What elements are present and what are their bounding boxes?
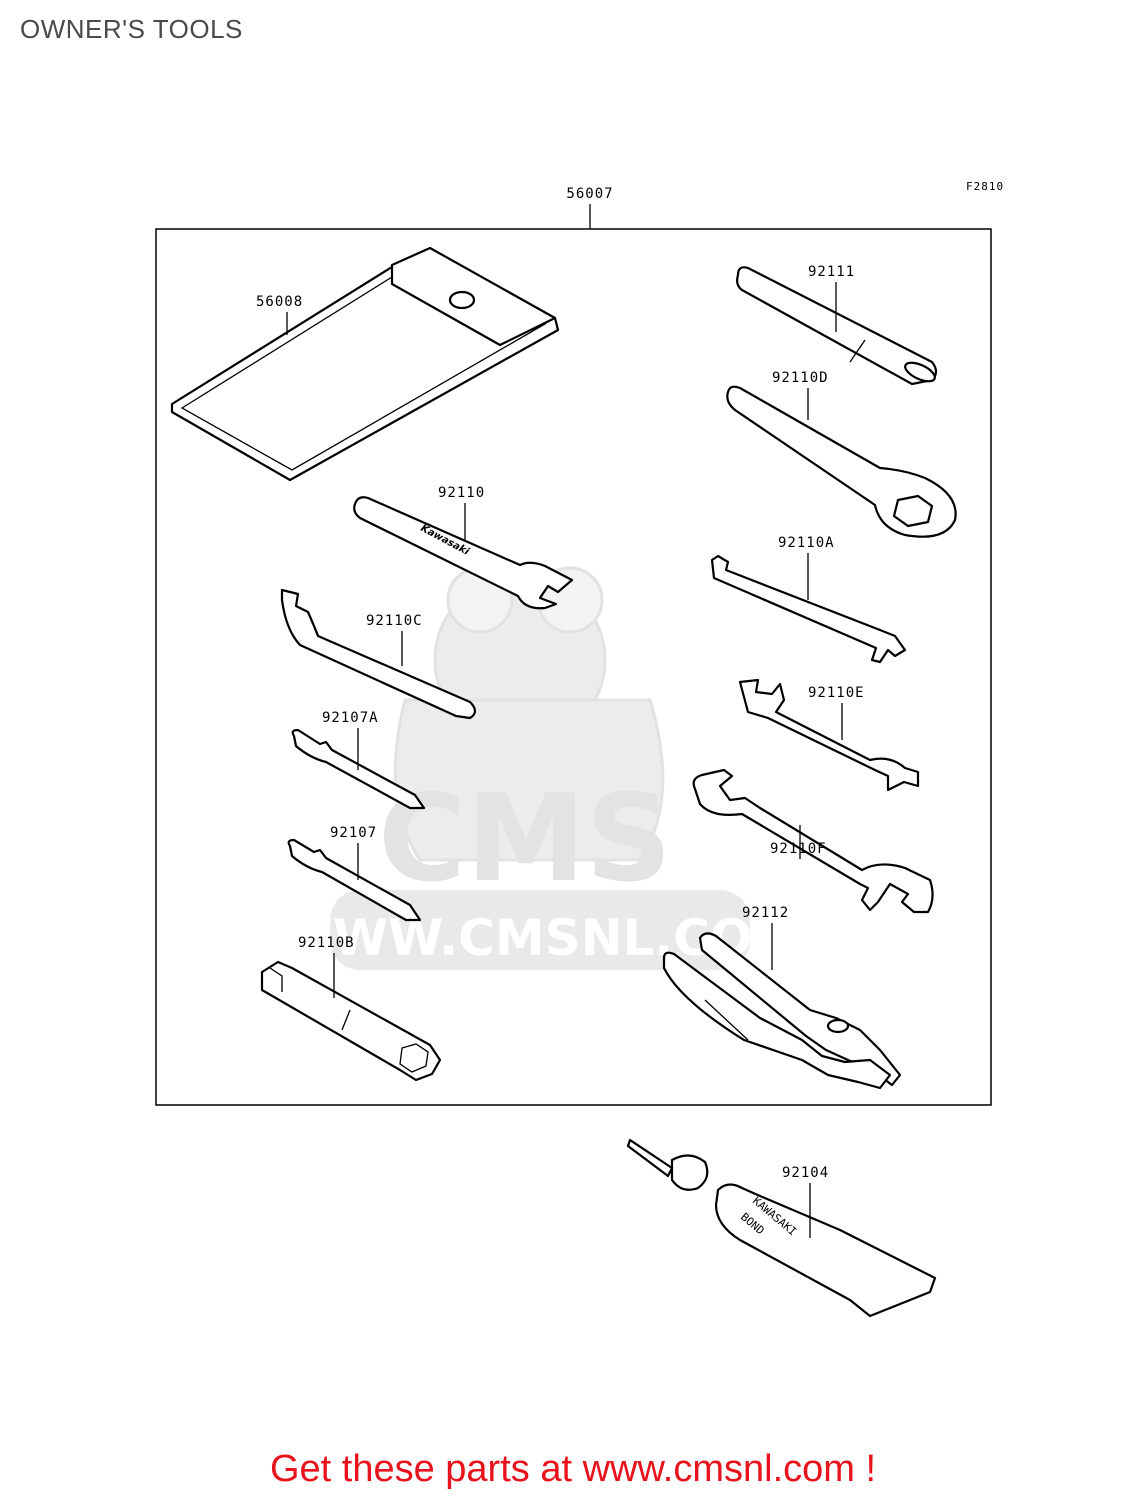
label-92104: 92104 <box>782 1165 829 1181</box>
page-title: OWNER'S TOOLS <box>20 14 243 44</box>
label-92111: 92111 <box>808 264 855 280</box>
label-92110: 92110 <box>438 485 485 501</box>
label-92112: 92112 <box>742 905 789 921</box>
figure-code: F2810 <box>966 180 1004 193</box>
footer-link[interactable]: Get these parts at www.cmsnl.com ! <box>269 1448 877 1490</box>
tool-hook-wrench <box>280 588 477 720</box>
tool-flat-wrench <box>710 554 907 664</box>
label-92110F: 92110F <box>770 841 827 857</box>
label-92107A: 92107A <box>322 710 379 726</box>
watermark-banner <box>330 890 750 970</box>
label-56008: 56008 <box>256 294 303 310</box>
tool-plug-wrench <box>260 960 442 1082</box>
tool-open-wrench <box>692 768 934 914</box>
tool-screwdriver <box>287 838 422 922</box>
label-92110D: 92110D <box>772 370 829 386</box>
label-56007: 56007 <box>566 186 613 202</box>
tool-handle <box>736 266 938 386</box>
label-92110C: 92110C <box>366 613 423 629</box>
tool-ring-wrench <box>726 385 957 538</box>
tool-small-wrench <box>738 678 920 792</box>
label-92110B: 92110B <box>298 935 355 951</box>
tool-pliers <box>662 932 902 1090</box>
label-92110E: 92110E <box>808 685 865 701</box>
tool-pouch <box>170 246 560 482</box>
watermark-brand: CMS <box>378 770 672 909</box>
kit-frame <box>155 228 992 1106</box>
label-92107: 92107 <box>330 825 377 841</box>
label-92110A: 92110A <box>778 535 835 551</box>
tool-bond-tube: KAWASAKI BOND <box>626 1138 937 1318</box>
